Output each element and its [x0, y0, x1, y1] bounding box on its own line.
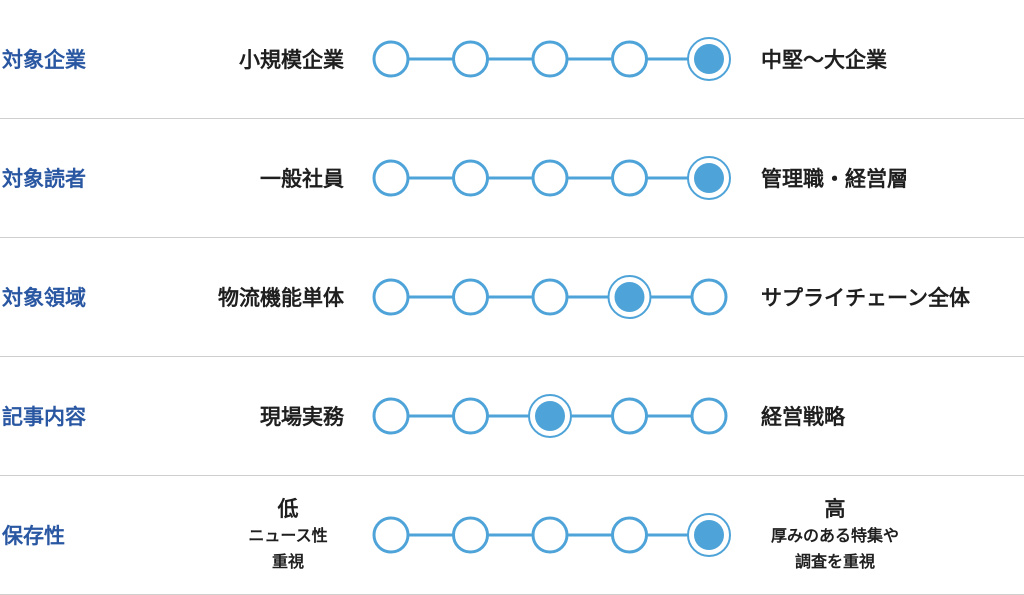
left-label-main: 低 — [277, 497, 299, 521]
left-label: 低 ニュース性 重視 — [228, 495, 348, 575]
scale-point — [690, 278, 728, 316]
left-label-sub: 重視 — [271, 552, 304, 571]
scale-point — [452, 397, 489, 435]
rating-scale — [372, 37, 731, 81]
scale-point — [372, 397, 410, 435]
scale-point-selected — [614, 282, 645, 312]
scale-point-selected — [694, 163, 724, 193]
scale-point — [452, 516, 489, 554]
right-label: 経営戦略 — [761, 405, 845, 429]
row-title: 対象読者 — [2, 167, 86, 191]
scale-svg — [372, 394, 728, 438]
scale-svg — [372, 37, 731, 81]
scale-point — [372, 40, 410, 78]
scale-point — [611, 40, 648, 78]
right-label-sub: 調査を重視 — [794, 552, 875, 571]
left-label: 一般社員 — [260, 167, 344, 191]
right-label: 高 厚みのある特集や 調査を重視 — [748, 495, 922, 575]
scale-point — [531, 159, 569, 197]
scale-point — [531, 278, 569, 316]
rating-scale — [372, 513, 731, 557]
row-title: 記事内容 — [2, 405, 86, 429]
left-label: 物流機能単体 — [218, 286, 344, 310]
scale-point-selected — [535, 401, 565, 431]
row-target-domain: 対象領域 物流機能単体 サプライチェーン全体 — [0, 238, 1024, 357]
scale-point — [372, 159, 410, 197]
scale-point — [372, 516, 410, 554]
left-label: 小規模企業 — [239, 48, 344, 72]
rating-scale — [372, 275, 728, 319]
scale-point — [531, 516, 569, 554]
scale-point — [452, 40, 489, 78]
row-title: 保存性 — [2, 524, 65, 548]
row-target-company: 対象企業 小規模企業 中堅〜大企業 — [0, 0, 1024, 119]
scale-point — [611, 159, 648, 197]
scale-point — [452, 159, 489, 197]
right-label-main: 高 — [824, 497, 846, 521]
scale-point — [690, 397, 728, 435]
rating-scale — [372, 156, 731, 200]
scale-point — [531, 40, 569, 78]
left-label-sub: ニュース性 — [248, 526, 328, 545]
left-label: 現場実務 — [260, 405, 344, 429]
scale-point — [611, 516, 648, 554]
row-title: 対象企業 — [2, 48, 86, 72]
right-label: サプライチェーン全体 — [761, 286, 970, 310]
row-title: 対象領域 — [2, 286, 86, 310]
row-target-reader: 対象読者 一般社員 管理職・経営層 — [0, 119, 1024, 238]
right-label-sub: 厚みのある特集や — [770, 526, 899, 545]
row-preservation: 保存性 低 ニュース性 重視 高 厚みのある特集や 調査を重視 — [0, 476, 1024, 595]
scale-point-selected — [694, 520, 724, 550]
scale-svg — [372, 156, 731, 200]
rating-scale — [372, 394, 728, 438]
scale-svg — [372, 275, 728, 319]
row-article-content: 記事内容 現場実務 経営戦略 — [0, 357, 1024, 476]
right-label: 管理職・経営層 — [761, 167, 908, 191]
scale-point — [452, 278, 489, 316]
scale-point — [372, 278, 410, 316]
right-label: 中堅〜大企業 — [761, 48, 887, 72]
scale-point — [611, 397, 648, 435]
scale-point-selected — [694, 44, 724, 74]
scale-svg — [372, 513, 731, 557]
